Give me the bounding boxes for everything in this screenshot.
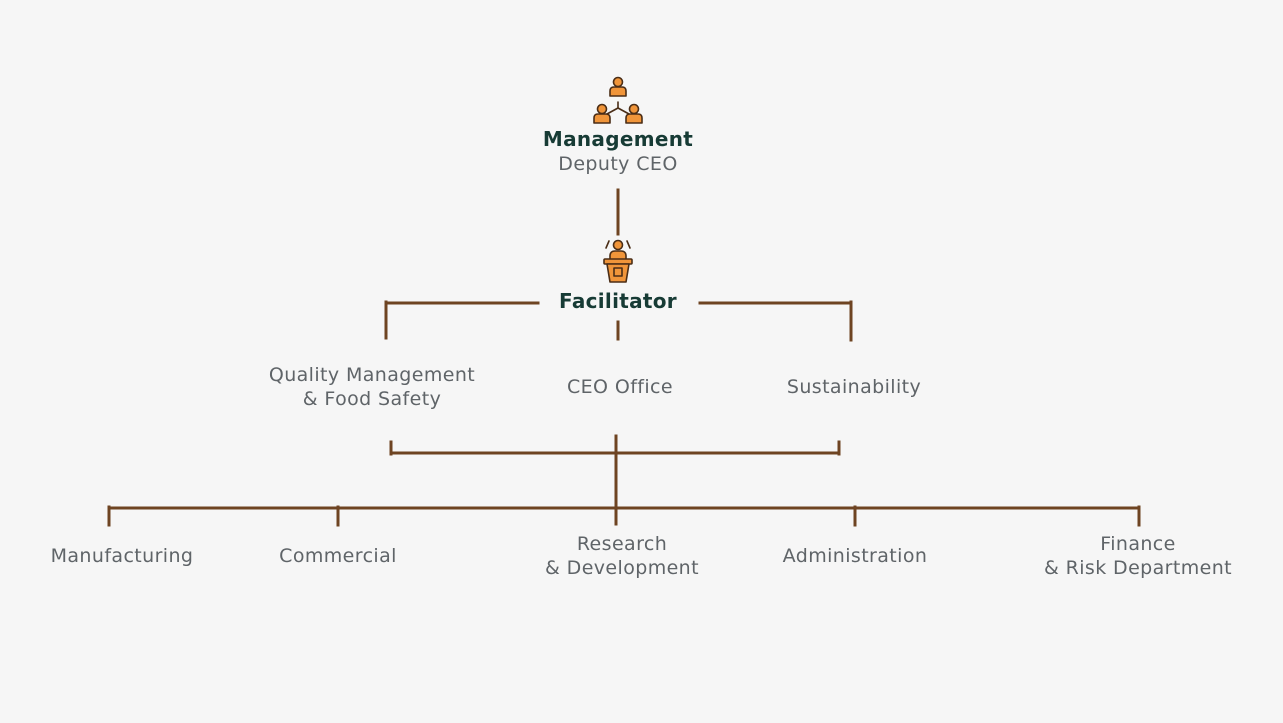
management-title: Management (542, 127, 694, 151)
department-line1: Research (576, 533, 668, 555)
department-line1: Finance (1100, 533, 1176, 555)
middle-unit-line2: & Food Safety (302, 388, 442, 410)
department-line1: Administration (782, 545, 928, 567)
middle-unit-line1: Quality Management (268, 364, 476, 386)
middle-unit-sustainability: Sustainability (744, 375, 964, 399)
middle-unit-quality-management: Quality Management & Food Safety (222, 363, 522, 411)
department-finance-risk: Finance & Risk Department (1013, 532, 1263, 580)
department-line1: Commercial (279, 545, 397, 567)
middle-unit-ceo-office: CEO Office (520, 375, 720, 399)
speaker-podium-icon (603, 239, 633, 283)
middle-unit-line1: Sustainability (786, 376, 922, 398)
connectors (107, 188, 1141, 527)
facilitator-title: Facilitator (559, 289, 677, 313)
department-line2: & Risk Department (1043, 557, 1233, 579)
department-manufacturing: Manufacturing (17, 544, 227, 568)
department-research-development: Research & Development (507, 532, 737, 580)
department-commercial: Commercial (243, 544, 433, 568)
department-administration: Administration (745, 544, 965, 568)
middle-unit-line1: CEO Office (566, 376, 673, 398)
department-line2: & Development (545, 557, 699, 579)
management-subtitle: Deputy CEO (558, 153, 678, 175)
department-line1: Manufacturing (50, 545, 194, 567)
people-network-icon (593, 76, 643, 124)
